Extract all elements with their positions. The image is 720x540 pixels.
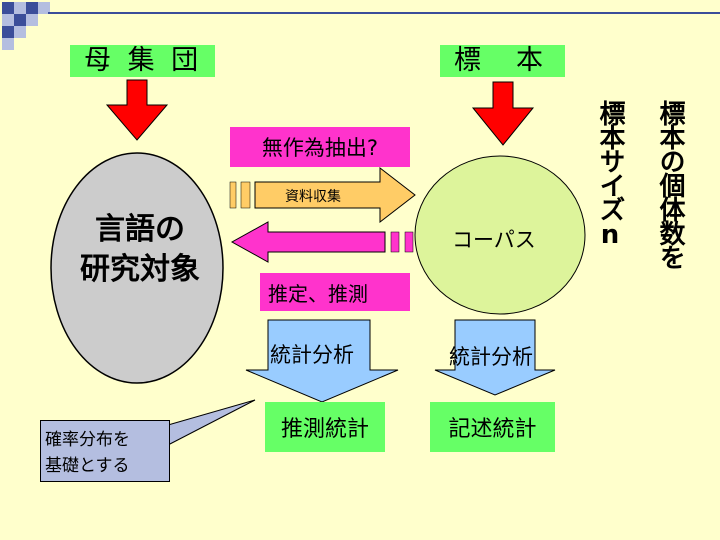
random-extraction-label: 無作為抽出? — [261, 136, 379, 160]
population-box: 母 集 団 — [70, 45, 215, 77]
deco-square — [14, 26, 26, 38]
deco-square — [2, 38, 14, 50]
estimation-tail-dash — [390, 231, 400, 253]
probability-note-line: 確率分布を — [45, 430, 130, 450]
sample-box: 標 本 — [440, 45, 565, 77]
deco-square — [14, 2, 26, 14]
estimation-arrow — [230, 221, 386, 263]
deco-square — [26, 14, 38, 26]
inferential-statistics-box: 推測統計 — [265, 402, 385, 452]
descriptive-statistics-box: 記述統計 — [430, 402, 555, 452]
corpus-circle — [414, 155, 586, 315]
deco-square — [2, 14, 14, 26]
research-object-label: 言語の 研究対象 — [70, 210, 210, 290]
research-object-line: 言語の — [95, 212, 185, 247]
deco-square — [14, 14, 26, 26]
estimation-box: 推定、推測 — [260, 273, 410, 311]
sample-size-note: 標本サイズn — [595, 100, 625, 248]
population-down-arrow — [105, 79, 169, 141]
sample-count-note: 標本の個体数を — [655, 100, 685, 268]
research-object-line: 研究対象 — [80, 252, 200, 287]
statistical-analysis-right: 統計分析 — [449, 345, 533, 369]
sample-label: 標 本 — [454, 45, 547, 76]
estimation-tail-dash — [404, 231, 414, 253]
left-analysis-arrow — [245, 319, 399, 403]
header-rule — [48, 12, 720, 14]
data-collection-label: 資料収集 — [285, 189, 341, 205]
random-extraction-box: 無作為抽出? — [230, 127, 410, 167]
population-label: 母 集 団 — [84, 45, 203, 76]
inferential-statistics-label: 推測統計 — [280, 417, 369, 442]
deco-square — [38, 2, 50, 14]
sample-down-arrow — [471, 81, 535, 146]
estimation-label: 推定、推測 — [268, 281, 368, 306]
descriptive-statistics-label: 記述統計 — [448, 417, 537, 442]
deco-square — [26, 2, 38, 14]
population-ellipse — [50, 152, 224, 384]
deco-square — [2, 26, 14, 38]
corpus-label: コーパス — [452, 228, 536, 252]
collection-tail-dash — [240, 181, 251, 209]
note-callout-pointer — [167, 399, 256, 446]
data-collection-arrow — [254, 166, 416, 224]
collection-tail-dash — [229, 181, 237, 209]
probability-note-box: 確率分布を 基礎とする — [40, 420, 170, 482]
deco-square — [2, 2, 14, 14]
statistical-analysis-left: 統計分析 — [270, 343, 354, 367]
right-analysis-arrow — [434, 319, 556, 396]
probability-note-line: 基礎とする — [45, 456, 130, 476]
